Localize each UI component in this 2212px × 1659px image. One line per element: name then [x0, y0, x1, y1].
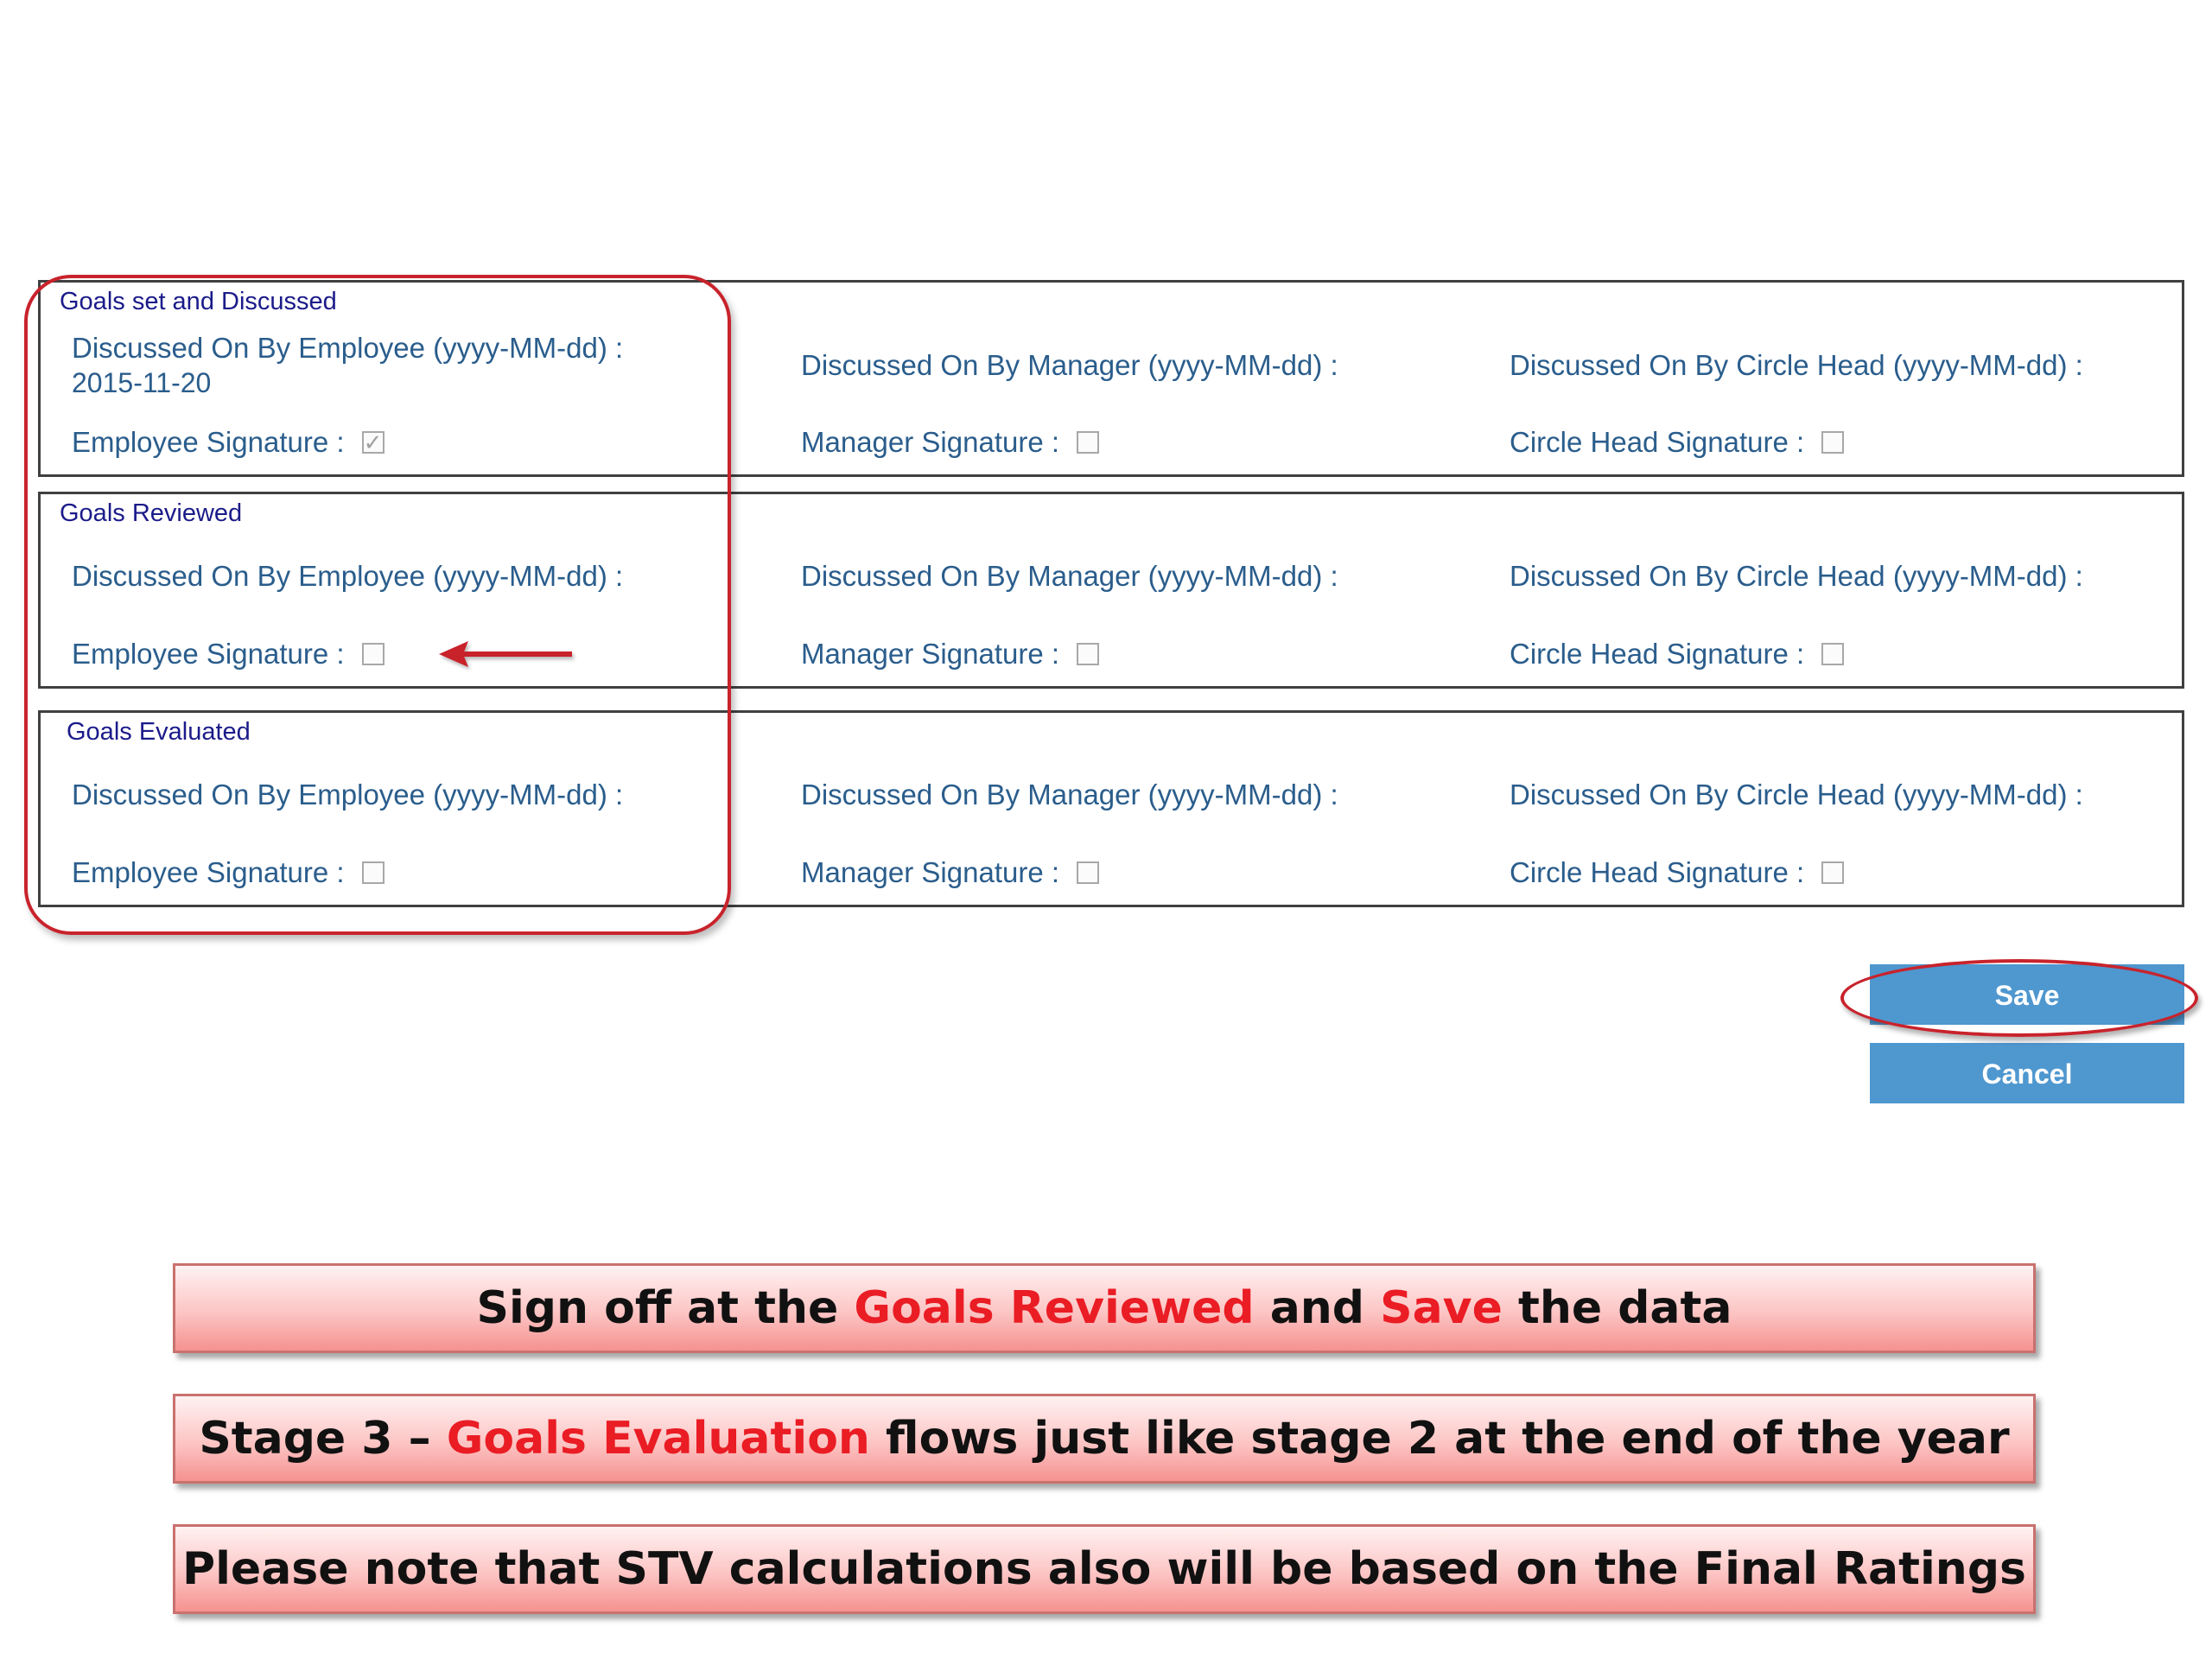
manager-signature-checkbox[interactable] [1077, 643, 1100, 665]
circle-head-date-label: Discussed On By Circle Head (yyyy-MM-dd)… [1510, 349, 2083, 381]
employee-column: Discussed On By Employee (yyyy-MM-dd) : … [72, 331, 763, 400]
employee-column: Discussed On By Employee (yyyy-MM-dd) : [72, 778, 763, 812]
manager-signature-row: Manager Signature : [801, 855, 1100, 890]
section-title: Goals set and Discussed [60, 288, 337, 315]
circle-head-date-label: Discussed On By Circle Head (yyyy-MM-dd)… [1510, 779, 2083, 810]
note-text: the data [1502, 1282, 1732, 1334]
note-highlight: Goals Evaluation [446, 1413, 870, 1465]
section-title: Goals Evaluated [67, 718, 251, 746]
manager-signature-label: Manager Signature : [801, 856, 1060, 888]
circle-head-signature-row: Circle Head Signature : [1510, 637, 1845, 671]
instruction-banner-2: Stage 3 – Goals Evaluation flows just li… [173, 1394, 2036, 1484]
section-goals-reviewed: Goals Reviewed Discussed On By Employee … [38, 492, 2184, 689]
cancel-button[interactable]: Cancel [1870, 1043, 2184, 1103]
manager-column: Discussed On By Manager (yyyy-MM-dd) : [801, 348, 1492, 383]
circle-head-signature-label: Circle Head Signature : [1510, 426, 1805, 458]
note-text: and [1254, 1282, 1381, 1334]
manager-signature-label: Manager Signature : [801, 638, 1060, 670]
circle-head-signature-row: Circle Head Signature : [1510, 855, 1845, 890]
note-highlight: Save [1380, 1282, 1503, 1334]
manager-column: Discussed On By Manager (yyyy-MM-dd) : [801, 778, 1492, 812]
arrow-left-icon [439, 641, 572, 667]
employee-signature-label: Employee Signature : [72, 426, 345, 458]
circle-head-signature-checkbox[interactable] [1821, 643, 1845, 665]
circle-head-signature-label: Circle Head Signature : [1510, 856, 1805, 888]
circle-head-column: Discussed On By Circle Head (yyyy-MM-dd)… [1510, 778, 2201, 812]
manager-date-label: Discussed On By Manager (yyyy-MM-dd) : [801, 349, 1338, 381]
note-text: Stage 3 – [199, 1413, 447, 1465]
note-text: Sign off at the [476, 1282, 855, 1334]
save-button[interactable]: Save [1870, 964, 2184, 1025]
manager-signature-row: Manager Signature : [801, 637, 1100, 671]
employee-date-value: 2015-11-20 [72, 367, 212, 398]
employee-signature-label: Employee Signature : [72, 638, 345, 670]
employee-signature-checkbox[interactable] [361, 861, 385, 884]
note-highlight: Goals Reviewed [854, 1282, 1255, 1334]
circle-head-signature-row: Circle Head Signature : [1510, 425, 1845, 460]
employee-date-label: Discussed On By Employee (yyyy-MM-dd) : [72, 560, 624, 592]
employee-signature-label: Employee Signature : [72, 856, 345, 888]
circle-head-column: Discussed On By Circle Head (yyyy-MM-dd)… [1510, 348, 2201, 383]
section-title: Goals Reviewed [60, 499, 243, 527]
employee-signature-checkbox[interactable] [361, 643, 385, 665]
circle-head-column: Discussed On By Circle Head (yyyy-MM-dd)… [1510, 559, 2201, 594]
employee-signature-row: Employee Signature : [72, 637, 385, 671]
manager-signature-checkbox[interactable] [1077, 861, 1100, 884]
instruction-banner-3: Please note that STV calculations also w… [173, 1524, 2036, 1614]
employee-signature-checkbox[interactable]: ✓ [361, 431, 385, 454]
note-text: Please note that STV calculations also w… [181, 1543, 2026, 1595]
manager-date-label: Discussed On By Manager (yyyy-MM-dd) : [801, 560, 1338, 592]
section-goals-evaluated: Goals Evaluated Discussed On By Employee… [38, 710, 2184, 907]
employee-date-label: Discussed On By Employee (yyyy-MM-dd) : [72, 779, 624, 810]
manager-column: Discussed On By Manager (yyyy-MM-dd) : [801, 559, 1492, 594]
employee-signature-row: Employee Signature : [72, 855, 385, 890]
instruction-banner-1: Sign off at the Goals Reviewed and Save … [173, 1263, 2036, 1353]
manager-date-label: Discussed On By Manager (yyyy-MM-dd) : [801, 779, 1338, 810]
note-text: flows just like stage 2 at the end of th… [869, 1413, 2010, 1465]
section-goals-set: Goals set and Discussed Discussed On By … [38, 280, 2184, 477]
circle-head-signature-label: Circle Head Signature : [1510, 638, 1805, 670]
circle-head-date-label: Discussed On By Circle Head (yyyy-MM-dd)… [1510, 560, 2083, 592]
employee-date-label: Discussed On By Employee (yyyy-MM-dd) : [72, 332, 624, 364]
employee-column: Discussed On By Employee (yyyy-MM-dd) : [72, 559, 763, 594]
manager-signature-checkbox[interactable] [1077, 431, 1100, 454]
manager-signature-row: Manager Signature : [801, 425, 1100, 460]
employee-signature-row: Employee Signature : ✓ [72, 425, 385, 460]
manager-signature-label: Manager Signature : [801, 426, 1060, 458]
circle-head-signature-checkbox[interactable] [1821, 861, 1845, 884]
circle-head-signature-checkbox[interactable] [1821, 431, 1845, 454]
